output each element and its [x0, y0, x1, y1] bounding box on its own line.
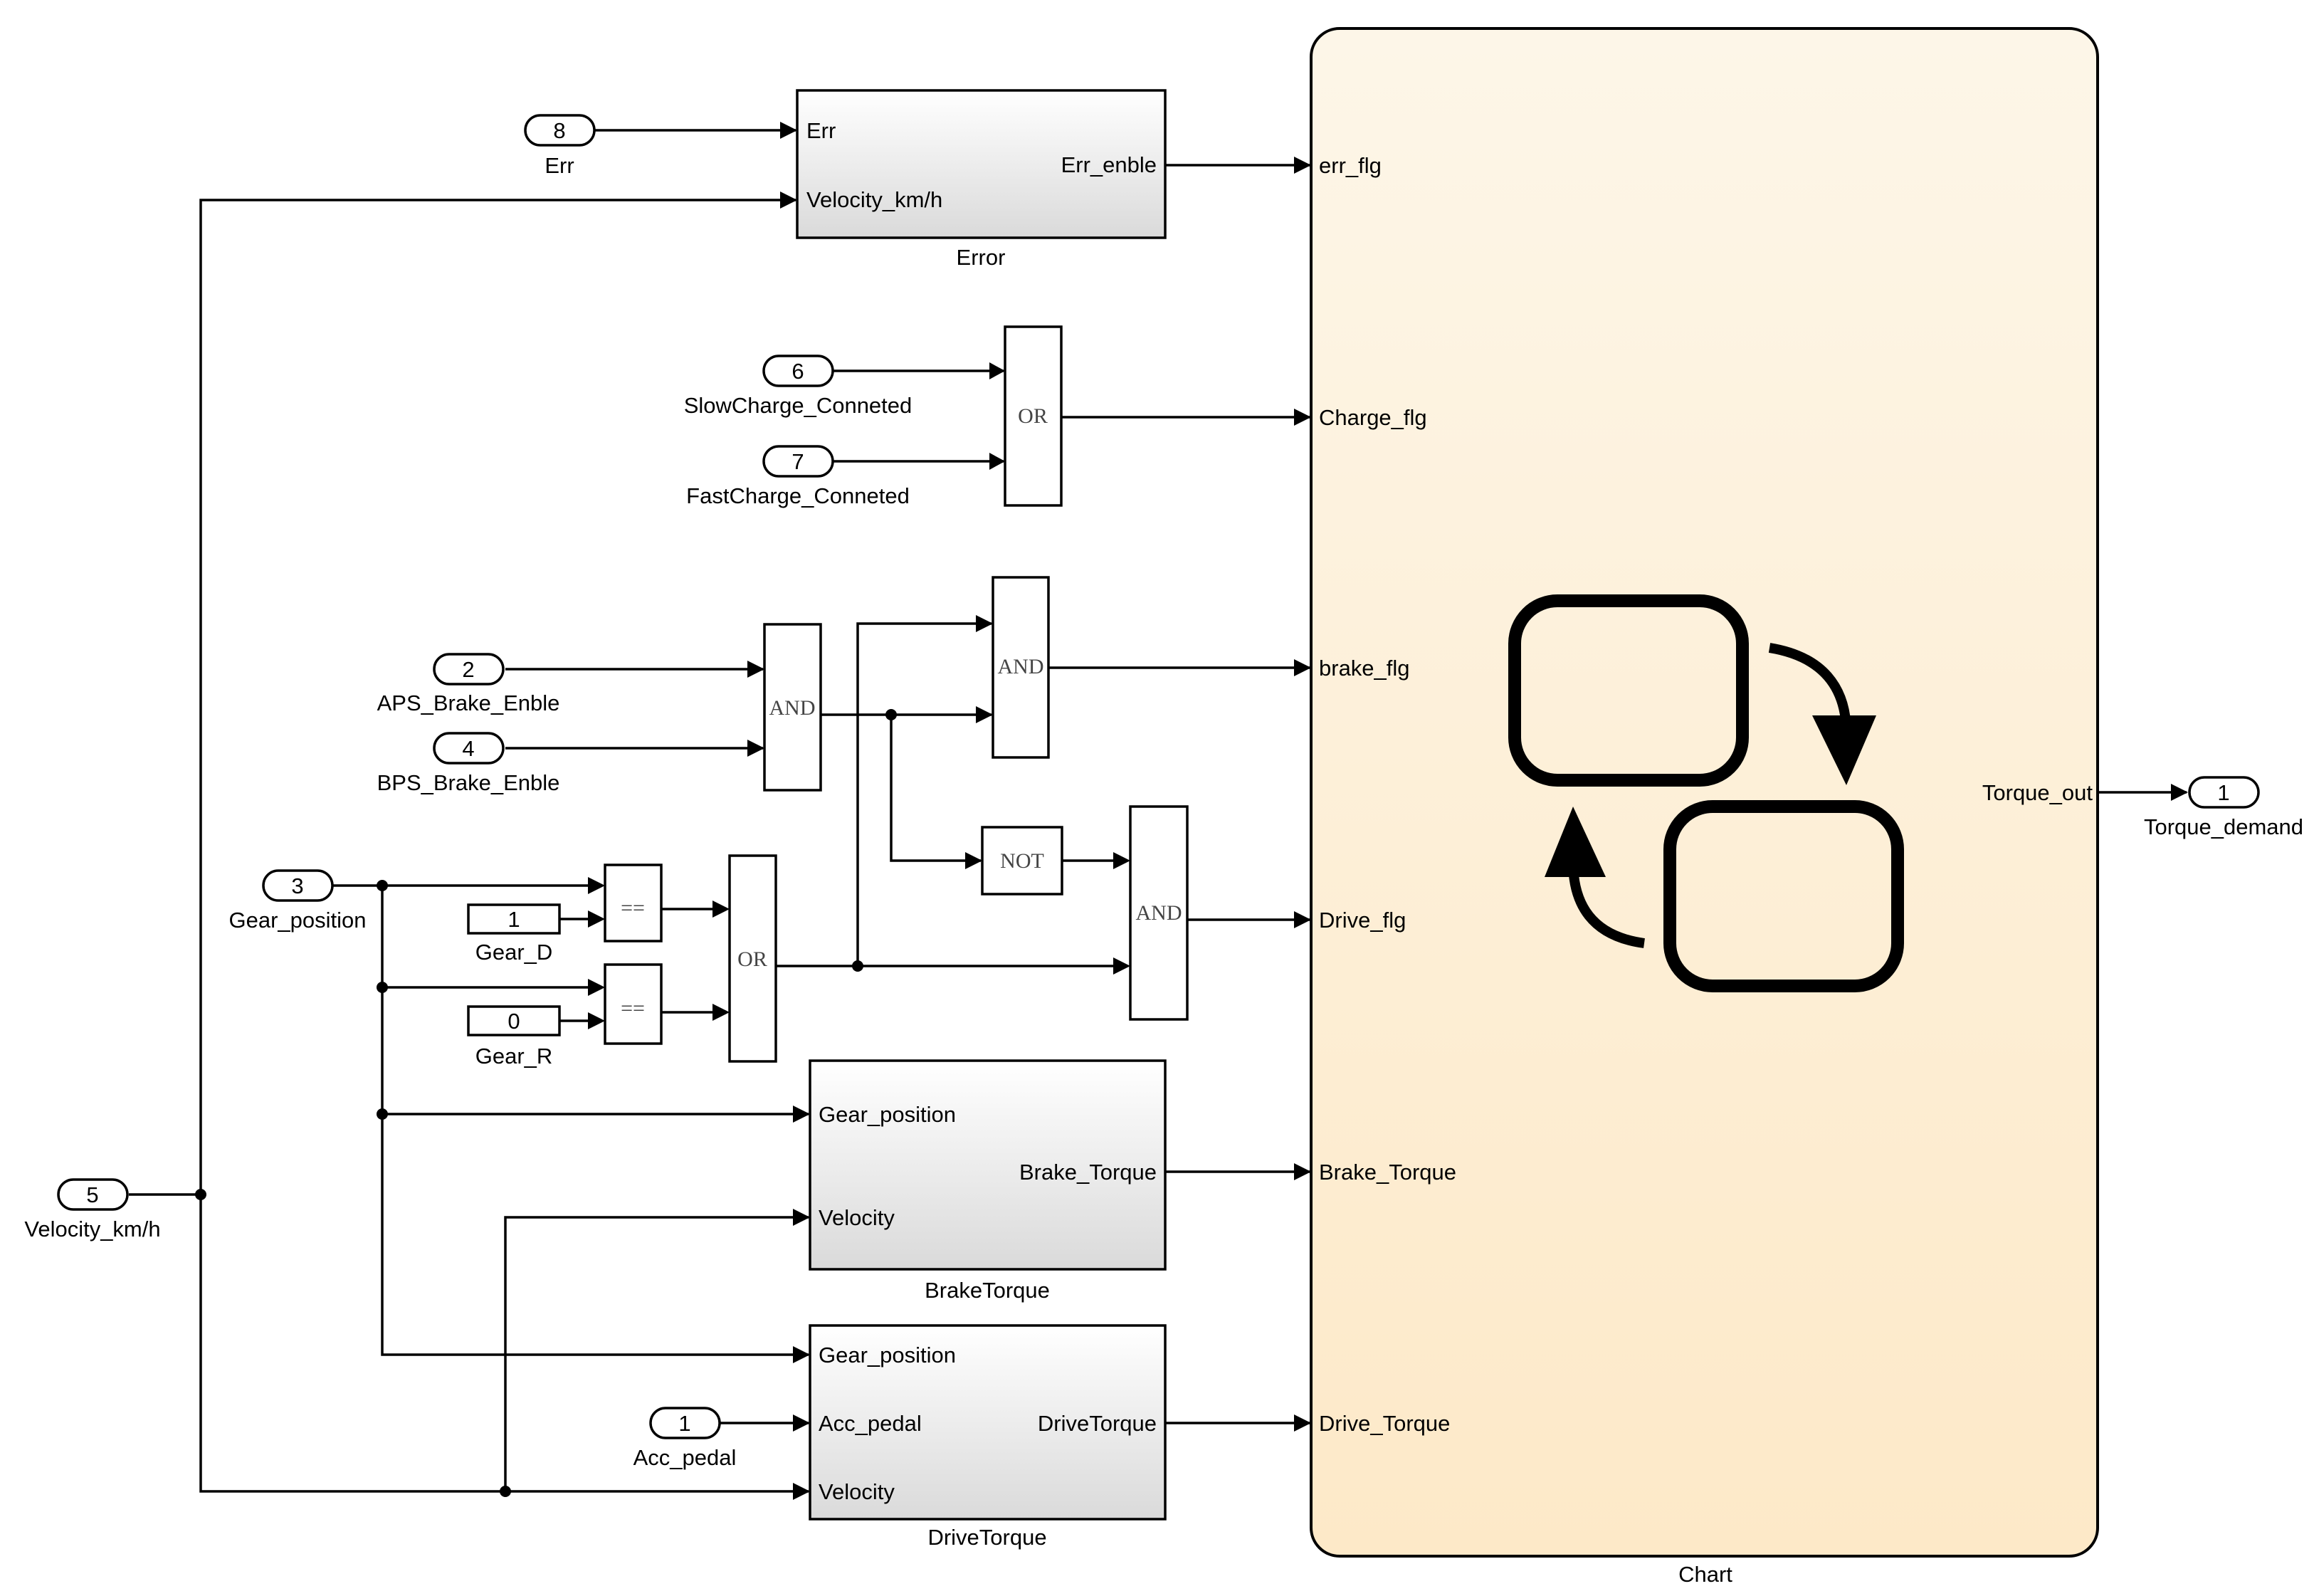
wire-velocity-error[interactable]	[199, 199, 796, 1195]
svg-text:NOT: NOT	[1000, 849, 1044, 873]
svg-text:7: 7	[792, 449, 804, 474]
junction-dots	[195, 709, 897, 1497]
chart-input-drive-flg: Drive_flg	[1319, 908, 1406, 933]
svg-text:2: 2	[462, 657, 474, 682]
subsystem-brake-label: BrakeTorque	[925, 1278, 1050, 1303]
inport-aps-brake-label: APS_Brake_Enble	[377, 691, 560, 715]
chart-input-charge-flg: Charge_flg	[1319, 405, 1427, 430]
svg-text:AND: AND	[998, 655, 1044, 678]
error-port-err: Err	[806, 118, 836, 143]
subsystem-error[interactable]: Err Velocity_km/h Err_enble Error	[796, 89, 1167, 270]
outport-torque-demand[interactable]: 1 Torque_demand	[2144, 776, 2303, 839]
equal-block-gear-d[interactable]: ==	[604, 863, 663, 943]
svg-text:==: ==	[621, 997, 645, 1020]
inport-err-label: Err	[545, 153, 574, 178]
inport-fastcharge-label: FastCharge_Conneted	[686, 483, 910, 508]
error-port-out: Err_enble	[1061, 152, 1157, 177]
inport-velocity-label: Velocity_km/h	[24, 1217, 160, 1241]
svg-text:OR: OR	[737, 947, 767, 971]
or-block-charge[interactable]: OR	[1004, 325, 1063, 507]
svg-text:AND: AND	[1136, 901, 1182, 925]
constant-gear-r[interactable]: 0 Gear_R	[467, 1005, 561, 1069]
svg-text:8: 8	[553, 118, 565, 143]
or-block-gear[interactable]: OR	[728, 854, 777, 1063]
svg-text:1: 1	[2217, 780, 2229, 805]
svg-text:OR: OR	[1018, 404, 1048, 428]
inport-err[interactable]: 8 Err	[524, 114, 596, 178]
brake-port-gear: Gear_position	[819, 1102, 956, 1127]
inport-gear-position[interactable]: 3 Gear_position	[228, 869, 367, 933]
stateflow-icon	[1508, 594, 1904, 992]
inport-acc-pedal-label: Acc_pedal	[633, 1445, 737, 1470]
and-block-brake-enable[interactable]: AND	[763, 623, 822, 792]
error-port-velocity: Velocity_km/h	[806, 187, 942, 212]
svg-text:1: 1	[678, 1411, 690, 1436]
inport-fastcharge[interactable]: 7 FastCharge_Conneted	[686, 445, 910, 508]
constant-gear-r-label: Gear_R	[475, 1044, 553, 1069]
stateflow-chart[interactable]: err_flg Charge_flg brake_flg Drive_flg B…	[1310, 27, 2099, 1587]
drive-port-velocity: Velocity	[819, 1479, 895, 1504]
wire-and1-not[interactable]	[890, 715, 981, 862]
signal-lines	[129, 122, 2188, 1500]
and-block-brake-flag[interactable]: AND	[992, 576, 1050, 759]
brake-port-out: Brake_Torque	[1019, 1160, 1157, 1185]
svg-text:==: ==	[621, 896, 645, 920]
svg-text:6: 6	[792, 359, 804, 384]
inport-gear-position-label: Gear_position	[228, 908, 366, 933]
svg-text:4: 4	[462, 736, 474, 761]
outport-torque-demand-label: Torque_demand	[2144, 814, 2303, 839]
subsystem-drive-label: DriveTorque	[927, 1525, 1046, 1550]
chart-input-err-flg: err_flg	[1319, 153, 1382, 178]
svg-text:1: 1	[507, 907, 520, 932]
drive-port-acc: Acc_pedal	[819, 1411, 922, 1436]
inport-bps-brake[interactable]: 4 BPS_Brake_Enble	[377, 732, 560, 795]
inport-velocity[interactable]: 5 Velocity_km/h	[24, 1178, 161, 1241]
not-block[interactable]: NOT	[981, 826, 1063, 896]
svg-text:5: 5	[86, 1182, 98, 1207]
brake-port-velocity: Velocity	[819, 1205, 895, 1230]
inport-acc-pedal[interactable]: 1 Acc_pedal	[633, 1407, 737, 1470]
svg-text:3: 3	[291, 873, 303, 898]
wire-gear-bus[interactable]	[381, 886, 809, 1356]
svg-text:0: 0	[507, 1009, 520, 1034]
svg-text:AND: AND	[769, 696, 816, 720]
chart-output-torque-out: Torque_out	[1982, 780, 2093, 805]
constant-gear-d[interactable]: 1 Gear_D	[467, 903, 561, 965]
and-block-drive-flag[interactable]: AND	[1129, 805, 1189, 1021]
wire-or2-and2[interactable]	[856, 622, 992, 966]
chart-input-drive-torque: Drive_Torque	[1319, 1411, 1450, 1436]
inport-slowcharge[interactable]: 6 SlowCharge_Conneted	[684, 355, 913, 418]
chart-input-brake-flg: brake_flg	[1319, 656, 1410, 681]
equal-block-gear-r[interactable]: ==	[604, 963, 663, 1045]
subsystem-drive-torque[interactable]: Gear_position Acc_pedal Velocity DriveTo…	[809, 1324, 1167, 1550]
inport-aps-brake[interactable]: 2 APS_Brake_Enble	[377, 653, 560, 715]
chart-input-brake-torque: Brake_Torque	[1319, 1160, 1456, 1185]
chart-label: Chart	[1678, 1562, 1732, 1587]
wire-velocity-drive[interactable]	[199, 1195, 809, 1493]
constant-gear-d-label: Gear_D	[475, 940, 553, 965]
subsystem-error-label: Error	[957, 245, 1006, 270]
wire-velocity-brake[interactable]	[504, 1216, 809, 1491]
inport-slowcharge-label: SlowCharge_Conneted	[684, 393, 913, 418]
drive-port-out: DriveTorque	[1038, 1411, 1157, 1436]
inport-bps-brake-label: BPS_Brake_Enble	[377, 770, 560, 795]
drive-port-gear: Gear_position	[819, 1343, 956, 1367]
subsystem-brake-torque[interactable]: Gear_position Velocity Brake_Torque Brak…	[809, 1059, 1167, 1303]
